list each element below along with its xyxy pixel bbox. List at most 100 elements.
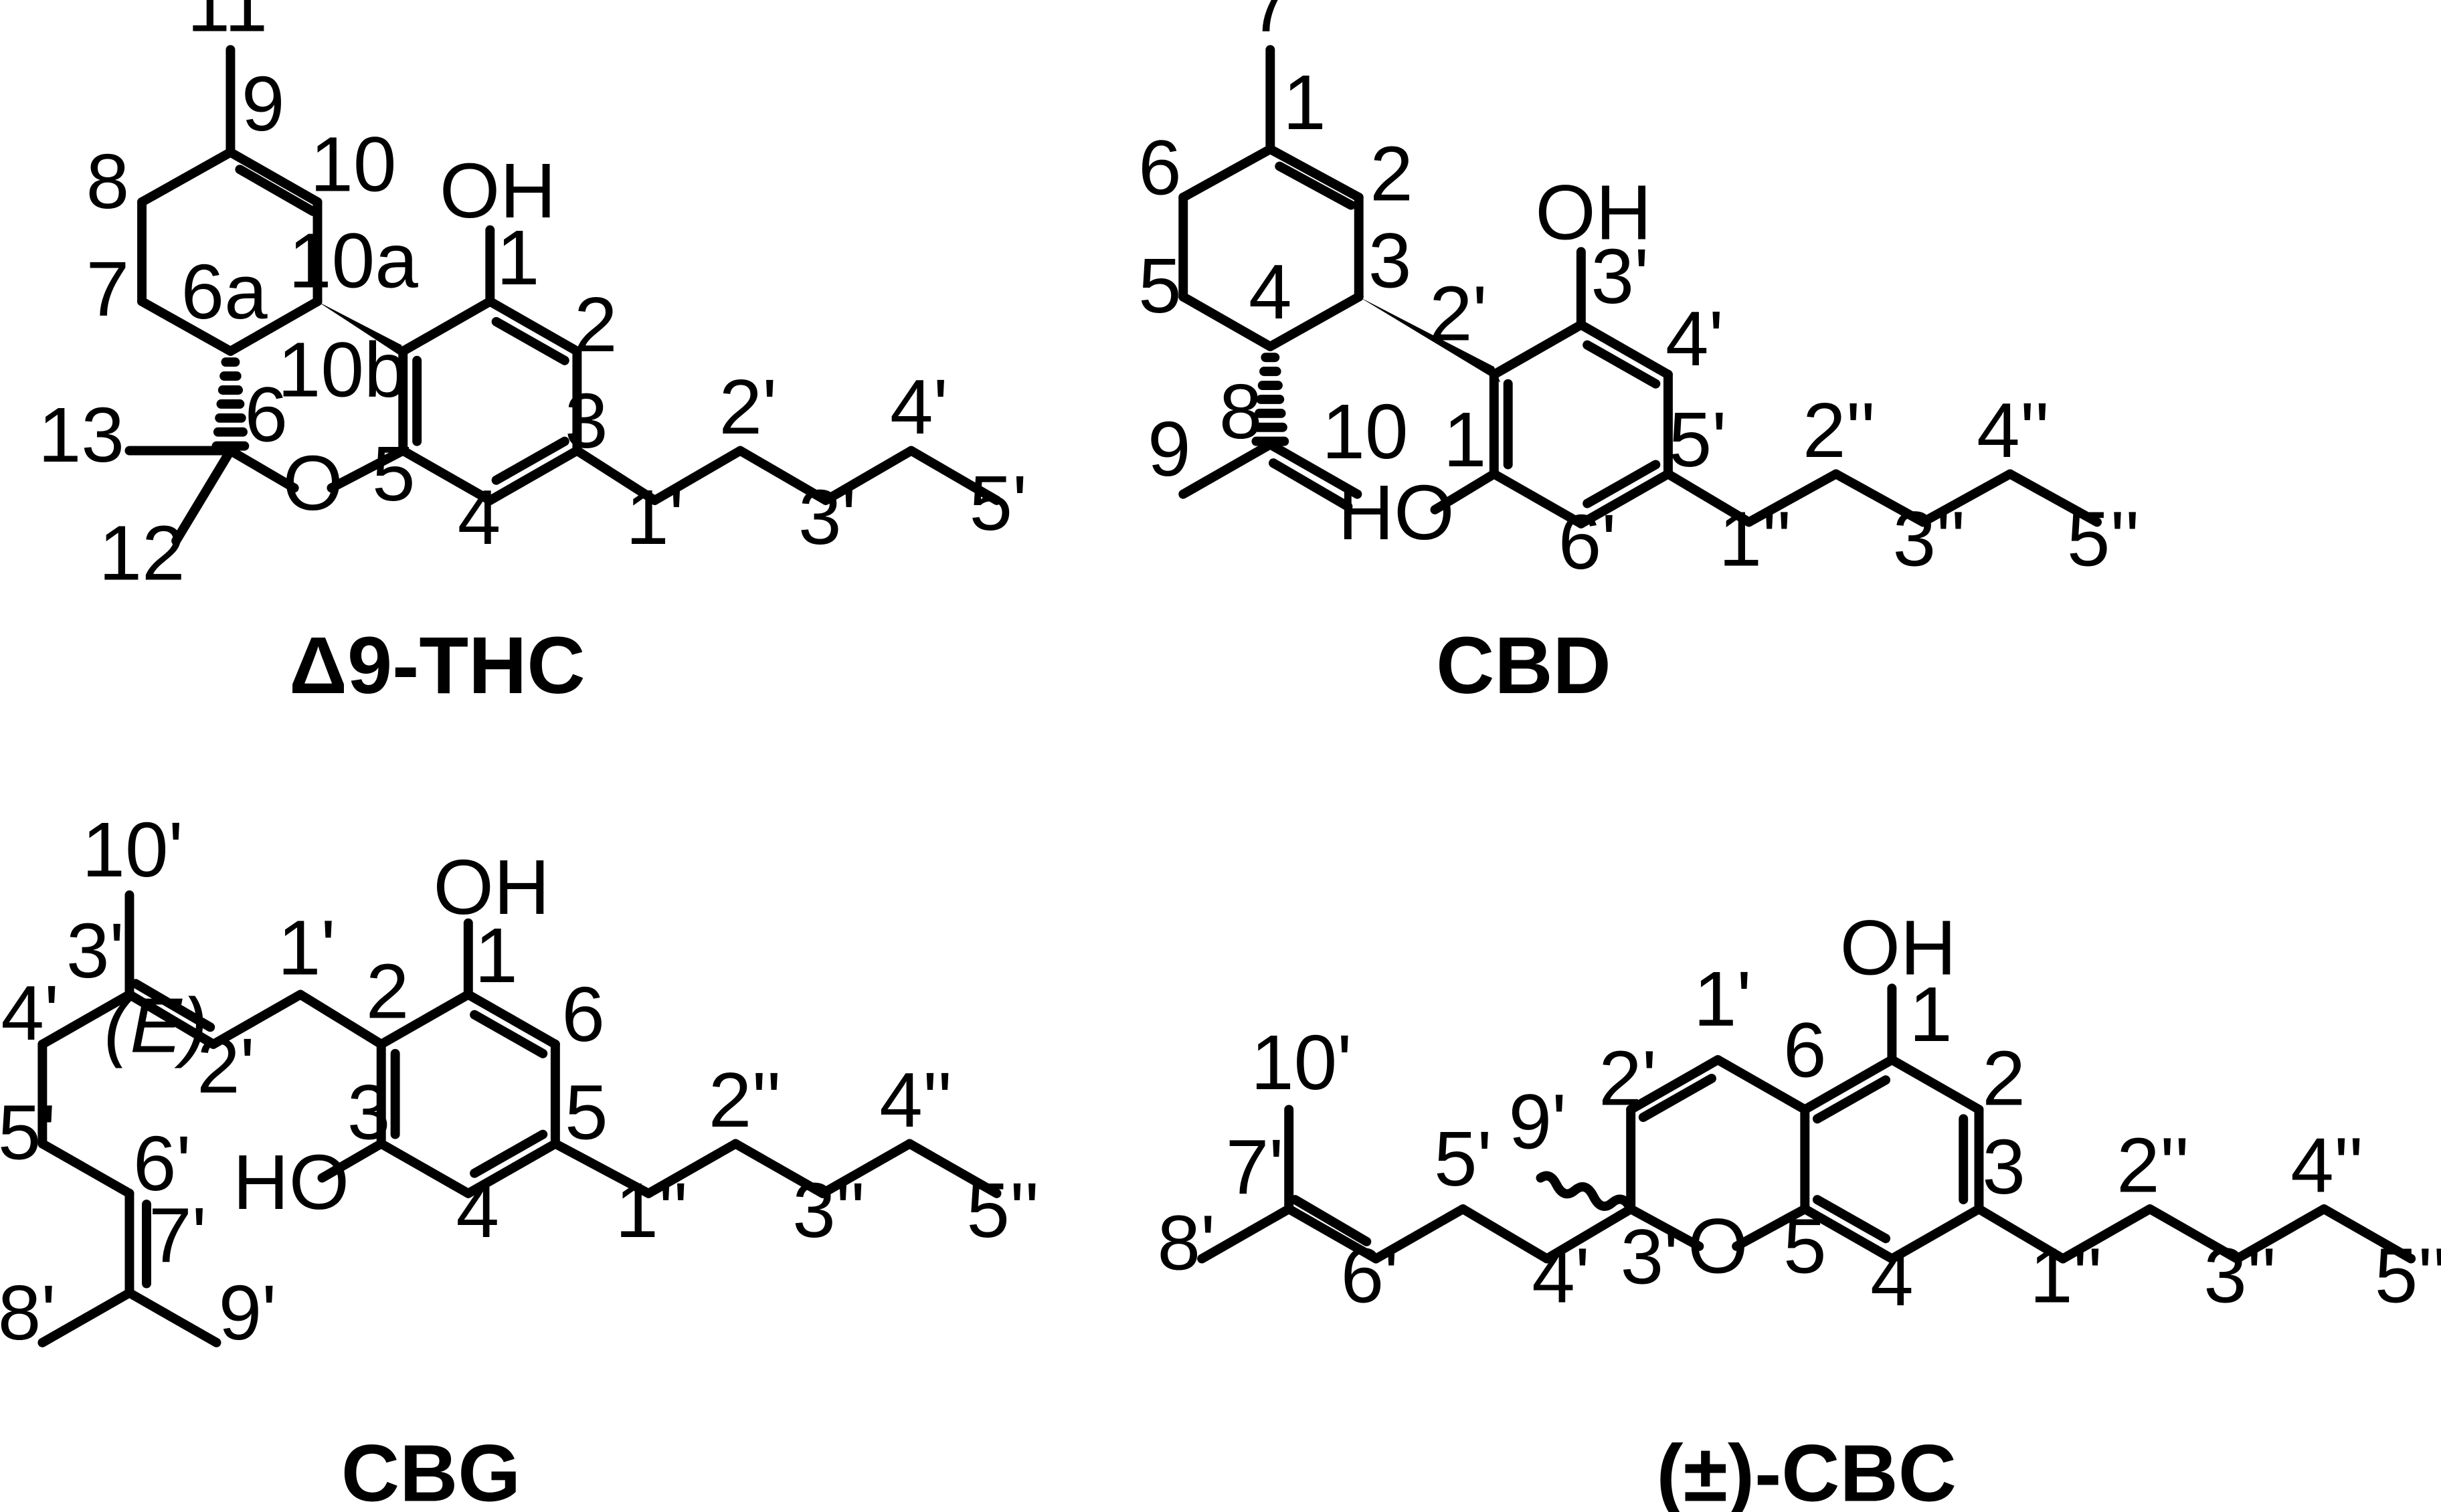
cbd-label: 3': [1591, 233, 1649, 320]
cbc-label: 9': [1508, 1078, 1566, 1165]
cbg-label: 10': [82, 806, 183, 893]
cbg-label: 2: [366, 947, 410, 1034]
cbc-label: 8': [1158, 1200, 1216, 1287]
cbc-label: 3: [1982, 1123, 2025, 1210]
cbd-label: 4: [1249, 248, 1292, 335]
cbg-label: 9': [219, 1269, 277, 1356]
cbg-ho-label: HO: [233, 1139, 349, 1226]
cbd-label: 1: [1283, 59, 1326, 146]
cbd-oh-label: OH: [1535, 169, 1651, 256]
cbg-compound-name: CBG: [341, 1428, 521, 1512]
cbd-label: 2: [1370, 130, 1413, 217]
cbd-ho-label: HO: [1338, 469, 1454, 556]
cbc-label: 5'': [2375, 1232, 2441, 1319]
thc-structure: 11 9 10 8 OH 1 10a 7 6a 2 10b 13 6 5 3 2…: [38, 0, 1027, 711]
thc-label: 4': [890, 363, 948, 450]
cbc-label: 4': [1532, 1232, 1590, 1319]
cbg-label: 4: [456, 1167, 499, 1254]
thc-label: 10: [310, 121, 396, 208]
thc-label: 1: [496, 214, 540, 301]
cbd-atom-labels: 7 1 6 2 OH 3' 3 5 4 2' 4' 8 10 9 1' 5' 2…: [1138, 0, 2140, 585]
cbd-label: 3: [1368, 217, 1412, 304]
cbg-label: 1': [278, 904, 336, 991]
thc-label: 8: [86, 138, 130, 225]
cbd-label: 5': [1669, 396, 1727, 483]
cbc-compound-name: (±)-CBC: [1656, 1428, 1957, 1512]
thc-label: 1': [626, 474, 684, 561]
cbc-label: 5': [1434, 1115, 1492, 1202]
cbc-label: 1: [1909, 971, 1953, 1058]
thc-oh-label: OH: [440, 147, 556, 234]
cbd-label: 4': [1665, 295, 1724, 382]
cbg-label: 5': [0, 1089, 56, 1176]
cbc-label: 4'': [2290, 1122, 2363, 1209]
cbg-label: 6: [561, 971, 605, 1058]
cbc-label: 1': [1694, 955, 1752, 1042]
cbg-label: 3': [66, 907, 124, 994]
cbd-label: 3'': [1893, 495, 1966, 582]
cbg-label: 2': [197, 1022, 255, 1109]
cbc-atom-labels: OH 1' 6 1 10' 2' 2 9' 5' 7' 3 2'' 4'' 8'…: [1158, 904, 2441, 1322]
thc-label: 11: [187, 0, 268, 48]
thc-label: 5': [969, 460, 1027, 547]
cbg-label: 3: [347, 1069, 391, 1156]
cbc-label: 4: [1870, 1235, 1914, 1322]
thc-label: 10a: [288, 217, 418, 304]
cbd-label: 6': [1558, 498, 1617, 585]
thc-label: 3': [798, 474, 856, 561]
cbd-label: 4'': [1977, 387, 2050, 474]
cbd-label: 6: [1138, 124, 1182, 211]
cbd-label: 8: [1219, 368, 1263, 455]
thc-compound-name: Δ9-THC: [289, 620, 585, 711]
thc-label: 9: [242, 60, 285, 147]
thc-label: 12: [98, 509, 185, 596]
cbd-label: 5'': [2067, 495, 2140, 582]
cbg-label: 5: [565, 1069, 608, 1156]
thc-label: 13: [38, 391, 124, 478]
cbg-label: 1: [474, 912, 518, 999]
thc-label: 6a: [181, 248, 268, 335]
cbc-label: 6: [1783, 1007, 1827, 1094]
cbg-atom-labels: 10' OH 1 3' 1' 2 6 4' (E) 2' 5' 3 5 2'' …: [0, 806, 1039, 1356]
cbg-label: 6': [133, 1120, 191, 1207]
cbd-label: 1'': [1719, 495, 1792, 582]
thc-label: 7: [86, 246, 130, 333]
cbg-label: 8': [0, 1269, 56, 1356]
cbg-bonds: [37, 890, 1002, 1347]
thc-label: 5: [372, 430, 416, 517]
cbd-label: 7: [1249, 0, 1292, 48]
cbc-label: 1'': [2029, 1232, 2102, 1319]
thc-oxygen-label: O: [282, 440, 343, 527]
cbc-label: 5: [1783, 1202, 1827, 1289]
cbg-structure: 10' OH 1 3' 1' 2 6 4' (E) 2' 5' 3 5 2'' …: [0, 806, 1039, 1512]
cbg-label: 7': [149, 1192, 207, 1279]
cbd-label: 5: [1138, 242, 1182, 329]
cbc-oxygen-label: O: [1688, 1202, 1748, 1289]
cbc-structure: OH 1' 6 1 10' 2' 2 9' 5' 7' 3 2'' 4'' 8'…: [1158, 904, 2441, 1512]
cbc-label: 6': [1341, 1232, 1399, 1319]
cbd-compound-name: CBD: [1436, 620, 1611, 711]
thc-atom-labels: 11 9 10 8 OH 1 10a 7 6a 2 10b 13 6 5 3 2…: [38, 0, 1027, 596]
cbc-oh-label: OH: [1840, 904, 1957, 991]
cbd-label: 9: [1148, 405, 1191, 492]
cbc-label: 3': [1621, 1214, 1679, 1301]
cbc-label: 2': [1599, 1034, 1657, 1121]
cbc-label: 10': [1251, 1019, 1352, 1106]
cbg-label: 4'': [879, 1056, 952, 1143]
cbg-label: 1'': [615, 1167, 688, 1254]
cbd-label: 2'': [1803, 387, 1876, 474]
thc-label: 6: [245, 371, 288, 458]
cbg-oh-label: OH: [434, 844, 550, 931]
cbc-bonds: [1197, 983, 2416, 1264]
cbg-label: 3'': [792, 1167, 865, 1254]
cbd-label: 10: [1322, 388, 1408, 475]
thc-label: 2': [719, 363, 778, 450]
cbc-label: 2: [1982, 1034, 2025, 1121]
cbd-structure: 7 1 6 2 OH 3' 3 5 4 2' 4' 8 10 9 1' 5' 2…: [1138, 0, 2140, 711]
cbg-label: 4': [1, 969, 59, 1056]
cbc-label: 7': [1226, 1123, 1284, 1210]
thc-label: 2: [574, 281, 618, 368]
cbg-label: 2'': [709, 1056, 782, 1143]
cbg-label: 5'': [966, 1167, 1039, 1254]
